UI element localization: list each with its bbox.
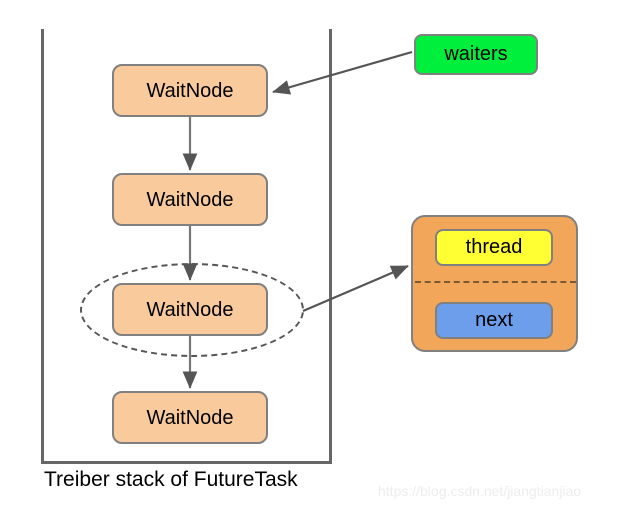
field-next-label: next	[475, 309, 513, 331]
treiber-stack-frame	[41, 29, 332, 464]
waitnode-3-label: WaitNode	[146, 298, 234, 321]
diagram-caption: Treiber stack of FutureTask	[44, 468, 298, 491]
waitnode-2-label: WaitNode	[146, 188, 234, 211]
waitnode-4-label: WaitNode	[146, 406, 234, 429]
waitnode-detail-panel: thread next	[411, 215, 578, 352]
field-next[interactable]: next	[435, 302, 553, 339]
waitnode-1[interactable]: WaitNode	[112, 64, 268, 117]
waitnode-3[interactable]: WaitNode	[112, 283, 268, 336]
waitnode-2[interactable]: WaitNode	[112, 173, 268, 226]
watermark: https://blog.csdn.net/jiangtianjiao	[378, 483, 582, 499]
waitnode-1-label: WaitNode	[146, 79, 234, 102]
waiters-pointer-box[interactable]: waiters	[414, 34, 538, 75]
field-thread-label: thread	[465, 236, 523, 258]
highlight-ellipse	[80, 263, 304, 357]
field-thread[interactable]: thread	[435, 229, 553, 266]
waiters-label: waiters	[444, 43, 508, 65]
waitnode-4[interactable]: WaitNode	[112, 391, 268, 444]
panel-divider	[415, 281, 576, 283]
